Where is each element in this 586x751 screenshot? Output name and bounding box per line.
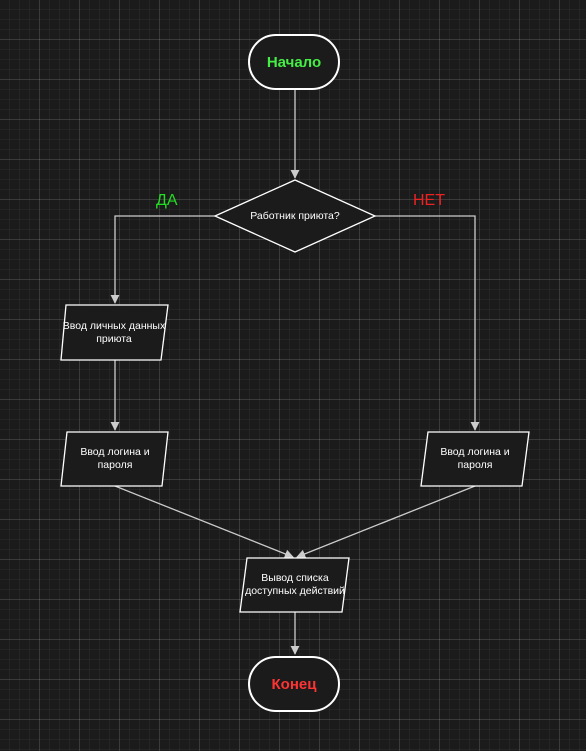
no-branch-label: НЕТ [413,192,445,209]
yes-branch-label: ДА [156,192,178,209]
end-terminal[interactable] [248,656,340,712]
connector-login-left-to-output [114,485,294,559]
start-terminal[interactable] [248,34,340,90]
login-left-parallelogram[interactable] [60,431,169,487]
decision-diamond[interactable] [213,179,377,253]
connector-decision-no [375,215,480,431]
connector-decision-yes [110,215,215,304]
input-shelter-data-parallelogram[interactable] [60,304,169,361]
connector-login-right-to-output [296,485,476,559]
login-right-parallelogram[interactable] [420,431,530,487]
output-actions-parallelogram[interactable] [239,557,350,613]
